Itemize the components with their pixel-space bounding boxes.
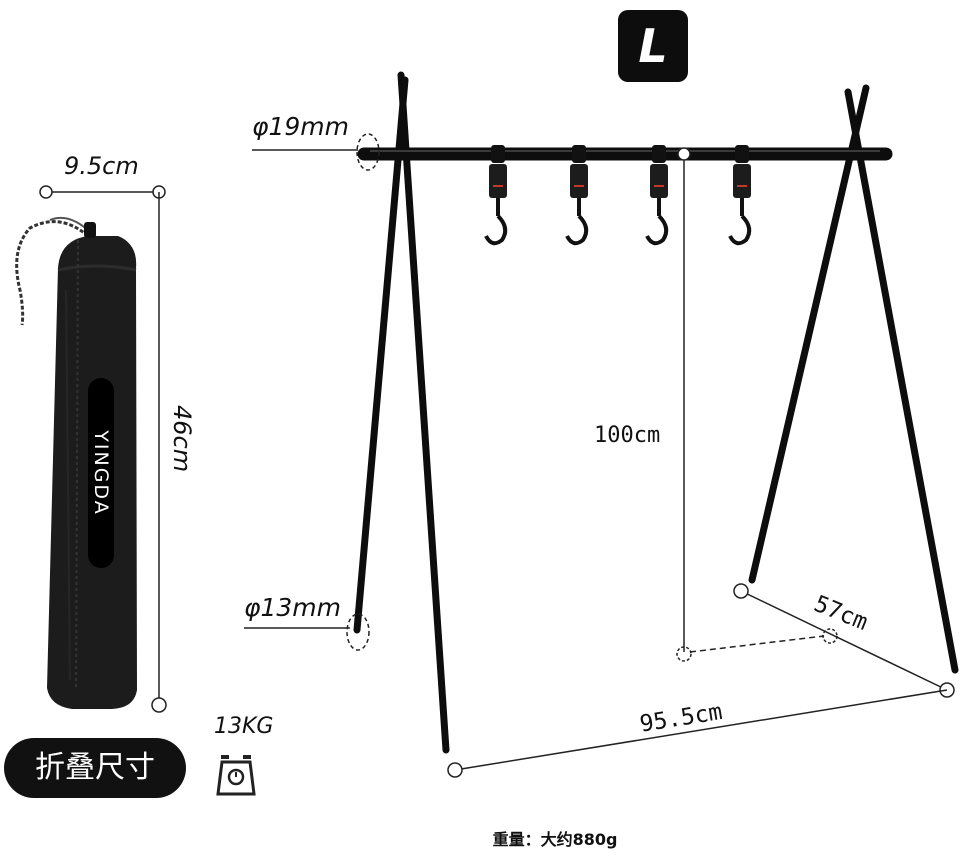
bag-brand: YINGDA — [90, 430, 112, 516]
leg-diameter-label: φ13mm — [244, 593, 342, 622]
rack-height-dimension — [676, 147, 838, 662]
leg-diameter-callout — [244, 613, 370, 651]
size-badge: L — [618, 10, 688, 82]
bag-height-dimension — [151, 192, 167, 713]
bag-width-dimension — [39, 185, 166, 199]
folded-size-badge: 折叠尺寸 — [4, 738, 186, 798]
hook-1 — [484, 145, 508, 246]
hook-2 — [565, 145, 589, 246]
weight-note: 重量：大约880g — [492, 830, 618, 849]
hook-4 — [728, 145, 752, 246]
hooks — [484, 145, 752, 246]
weighing-scale-icon — [216, 755, 256, 796]
hook-3 — [645, 145, 669, 246]
rack-depth-dimension — [733, 583, 955, 698]
bar-diameter-label: φ19mm — [252, 112, 350, 141]
rack-frame — [353, 71, 959, 754]
rack-width-dimension — [447, 689, 948, 778]
bag-width-label: 9.5cm — [64, 152, 139, 180]
rack-height-label: 100cm — [594, 423, 661, 448]
load-capacity-label: 13KG — [214, 714, 274, 739]
bag-height-label: 46cm — [168, 405, 196, 473]
bar-diameter-callout — [252, 133, 380, 171]
carry-bag — [15, 216, 137, 709]
